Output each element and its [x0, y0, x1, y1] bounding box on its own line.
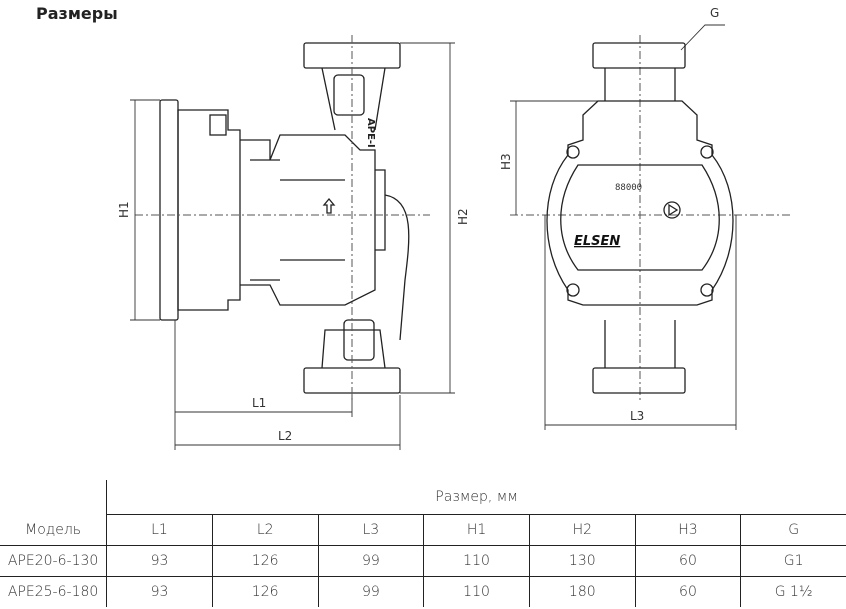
pump-dimension-drawing: H1 H2 H3 L1 L2 L3 G APE-I 88000 ELSEN [117, 6, 790, 450]
col-header: L1 [106, 514, 213, 546]
display-readout: 88000 [615, 183, 642, 193]
label-l1: L1 [252, 396, 266, 410]
value-cell: 126 [211, 545, 319, 577]
col-header: L3 [317, 514, 424, 546]
label-h2: H2 [456, 208, 470, 225]
label-h1: H1 [117, 201, 131, 218]
label-g: G [710, 6, 719, 20]
group-header: Размер, мм [106, 480, 846, 515]
pump-side-view [159, 42, 410, 394]
brand-logo: ELSEN [574, 234, 620, 249]
dimensions-table: Размер, мм Модель L1 L2 L3 H1 H2 H3 G AP… [0, 480, 846, 607]
header-row: Модель L1 L2 L3 H1 H2 H3 G [0, 514, 846, 546]
label-l3: L3 [630, 409, 644, 423]
model-cell: APE20-6-130 [0, 545, 107, 577]
value-cell: 110 [423, 576, 530, 607]
dimension-lines [130, 24, 737, 450]
value-cell: 60 [634, 545, 741, 577]
value-cell: 110 [423, 545, 530, 577]
value-cell: 180 [528, 576, 636, 607]
value-cell: G1 [740, 545, 846, 577]
value-cell: 60 [634, 576, 741, 607]
page-title: Размеры [36, 4, 118, 23]
table-row: APE20-6-130 93 126 99 110 130 60 G1 [0, 545, 846, 577]
table-row: APE25-6-180 93 126 99 110 180 60 G 1½ [0, 576, 846, 607]
value-cell: 126 [211, 576, 319, 607]
center-lines [135, 35, 790, 400]
col-header: H2 [528, 514, 636, 546]
value-cell: 93 [106, 576, 213, 607]
label-h3: H3 [499, 153, 513, 170]
pump-front-view [546, 42, 734, 394]
col-header: H3 [634, 514, 741, 546]
value-cell: 130 [528, 545, 636, 577]
label-l2: L2 [278, 429, 292, 443]
model-mark: APE-I [365, 118, 376, 148]
col-header: G [740, 514, 846, 546]
value-cell: 99 [317, 576, 424, 607]
value-cell: G 1½ [740, 576, 846, 607]
col-header: L2 [211, 514, 319, 546]
model-header: Модель [0, 514, 107, 546]
model-cell: APE25-6-180 [7, 584, 99, 600]
value-cell: 99 [317, 545, 424, 577]
value-cell: 93 [106, 545, 213, 577]
col-header: H1 [423, 514, 530, 546]
